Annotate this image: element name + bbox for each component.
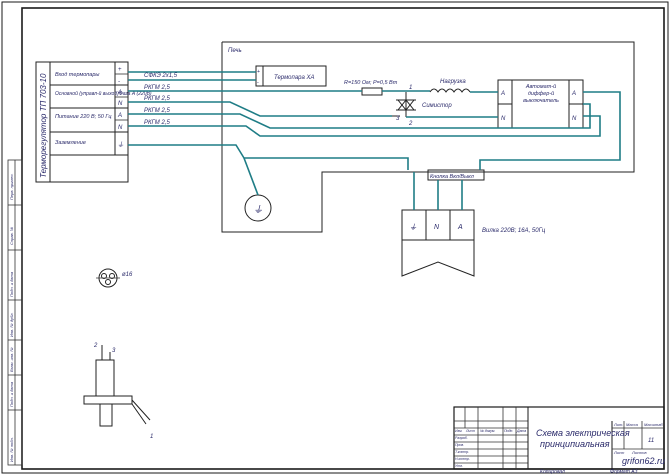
terminal-mark: + [118,67,122,73]
differential-breaker: A N A N Автомат-й диффер-й выключатель [497,79,584,129]
plug-ground-icon: ⏚ [409,223,417,232]
terminal-label: Заземление [55,140,86,146]
breaker-terminal: N [501,116,506,122]
terminal-mark: A [117,90,122,96]
svg-text:-: - [257,80,259,86]
plug-pin: A [457,224,463,231]
title-block-title: Схема электрическая [536,428,630,438]
wiring [128,71,621,210]
side-strip-label: Инв. № дубл. [9,312,14,337]
terminal-label: Основной (управл-й выход)Фаза А (220В) [55,90,152,97]
title-block-cell: Листов [631,450,647,455]
simistor-pin: 1 [409,85,412,91]
temperature-regulator: Терморегулятор ТП 703-10 Вход термопары … [35,61,152,183]
thermocouple: + - Термопара ХА [255,65,327,87]
breaker-terminal: A [571,91,576,97]
switch-label: Кнопка Вкл/Выкл [430,174,474,180]
breaker-label-box: Автомат-й диффер-й выключатель [523,84,559,104]
title-block-cell: Утв. [455,464,463,468]
title-block-cell: Лист [613,450,625,455]
cable-section: ø16 [96,268,133,288]
title-block-cell: Изм. [455,429,462,433]
simistor-label: Симистор [422,103,452,109]
terminal-mark: A [117,113,122,119]
furnace-label: Печь [228,48,242,54]
svg-text:+: + [257,69,260,75]
side-strip-label: Подп. и дата [9,271,14,297]
breaker-terminal: N [572,116,577,122]
side-strip-label: Подп. и дата [9,381,14,407]
ground-icon: ⏚ [253,205,263,216]
title-block-cell: Лист [465,429,475,433]
terminal-mark: N [118,125,123,131]
copied-label: Копировал [540,469,565,475]
regulator-title: Терморегулятор ТП 703-10 [39,73,48,178]
part-label: 2 [93,343,98,349]
plug: ⏚ N A Вилка 220В; 16А, 50Гц [401,209,546,277]
drawing-frame [21,7,665,470]
part-label: 1 [150,434,153,440]
breaker-label: Автомат-й диффер-й выключатель [523,84,559,104]
terminal-mark: - [118,79,120,85]
cable-label: РКГМ 2,5 [144,120,170,126]
part-label: 3 [112,348,116,354]
title-block-title: принципиальная [540,439,610,449]
title-block-cell: Н.контр. [455,457,470,461]
terminal-label: Питание 220 В; 50 Гц [55,114,112,120]
cable-label: РКГМ 2,5 [144,96,170,102]
furnace: Печь [221,41,635,233]
resistor: R=150 Ом; P=0,5 Вт [344,80,398,96]
side-strip-label: Перв. примен. [9,173,14,200]
thermocouple-label: Термопара ХА [274,75,315,81]
cable-labels: СФКЭ 2х1,5 РКГМ 2,5 РКГМ 2,5 РКГМ 2,5 РК… [144,73,178,126]
simistor-pin: 2 [408,121,413,127]
terminal-mark: N [118,101,123,107]
simistor: Симистор 1 2 3 [392,85,452,127]
side-strip: Перв. примен. Справ. № Подп. и дата Инв.… [7,159,23,466]
cable-label: РКГМ 2,5 [144,108,170,114]
site-name: grifon62.ru [622,456,665,466]
title-block-cell: Дата [516,429,526,433]
title-block: Изм. Лист № докум. Подп. Дата Разраб. Пр… [453,406,665,475]
side-strip-label: Взам. инв. № [9,347,14,372]
cable-section-label: ø16 [122,272,133,278]
load-label: Нагрузка [440,79,466,85]
ground-terminal-icon: ⏚ [117,141,124,149]
title-block-cell: Масса [626,422,639,427]
cable-label: РКГМ 2,5 [144,85,170,91]
title-block-cell: Пров. [455,443,464,447]
on-off-switch: Кнопка Вкл/Выкл [427,169,485,181]
side-strip-label: Справ. № [9,226,14,245]
terminal-label: Вход термопары [55,72,99,78]
side-strip-label: Инв. № подл. [9,437,14,462]
title-block-cell: Масштаб [644,422,663,427]
sheets-count: 11 [648,438,654,444]
resistor-label: R=150 Ом; P=0,5 Вт [344,80,398,86]
format-label: Формат А3 [610,469,638,475]
title-block-cell: № докум. [480,429,495,433]
title-block-cell: Подп. [504,429,513,433]
simistor-pin: 3 [396,116,400,122]
plug-pin: N [434,224,440,231]
title-block-cell: Разраб. [455,436,468,440]
furnace-ground: ⏚ [244,194,272,222]
connector-detail: 2 3 1 [83,343,153,440]
title-block-cell: Т.контр. [455,450,469,454]
title-block-cell: Лит. [613,422,623,427]
cable-label: СФКЭ 2х1,5 [144,73,178,79]
breaker-terminal: A [500,91,505,97]
load-coil: Нагрузка [429,79,471,93]
plug-label: Вилка 220В; 16А, 50Гц [482,228,546,234]
